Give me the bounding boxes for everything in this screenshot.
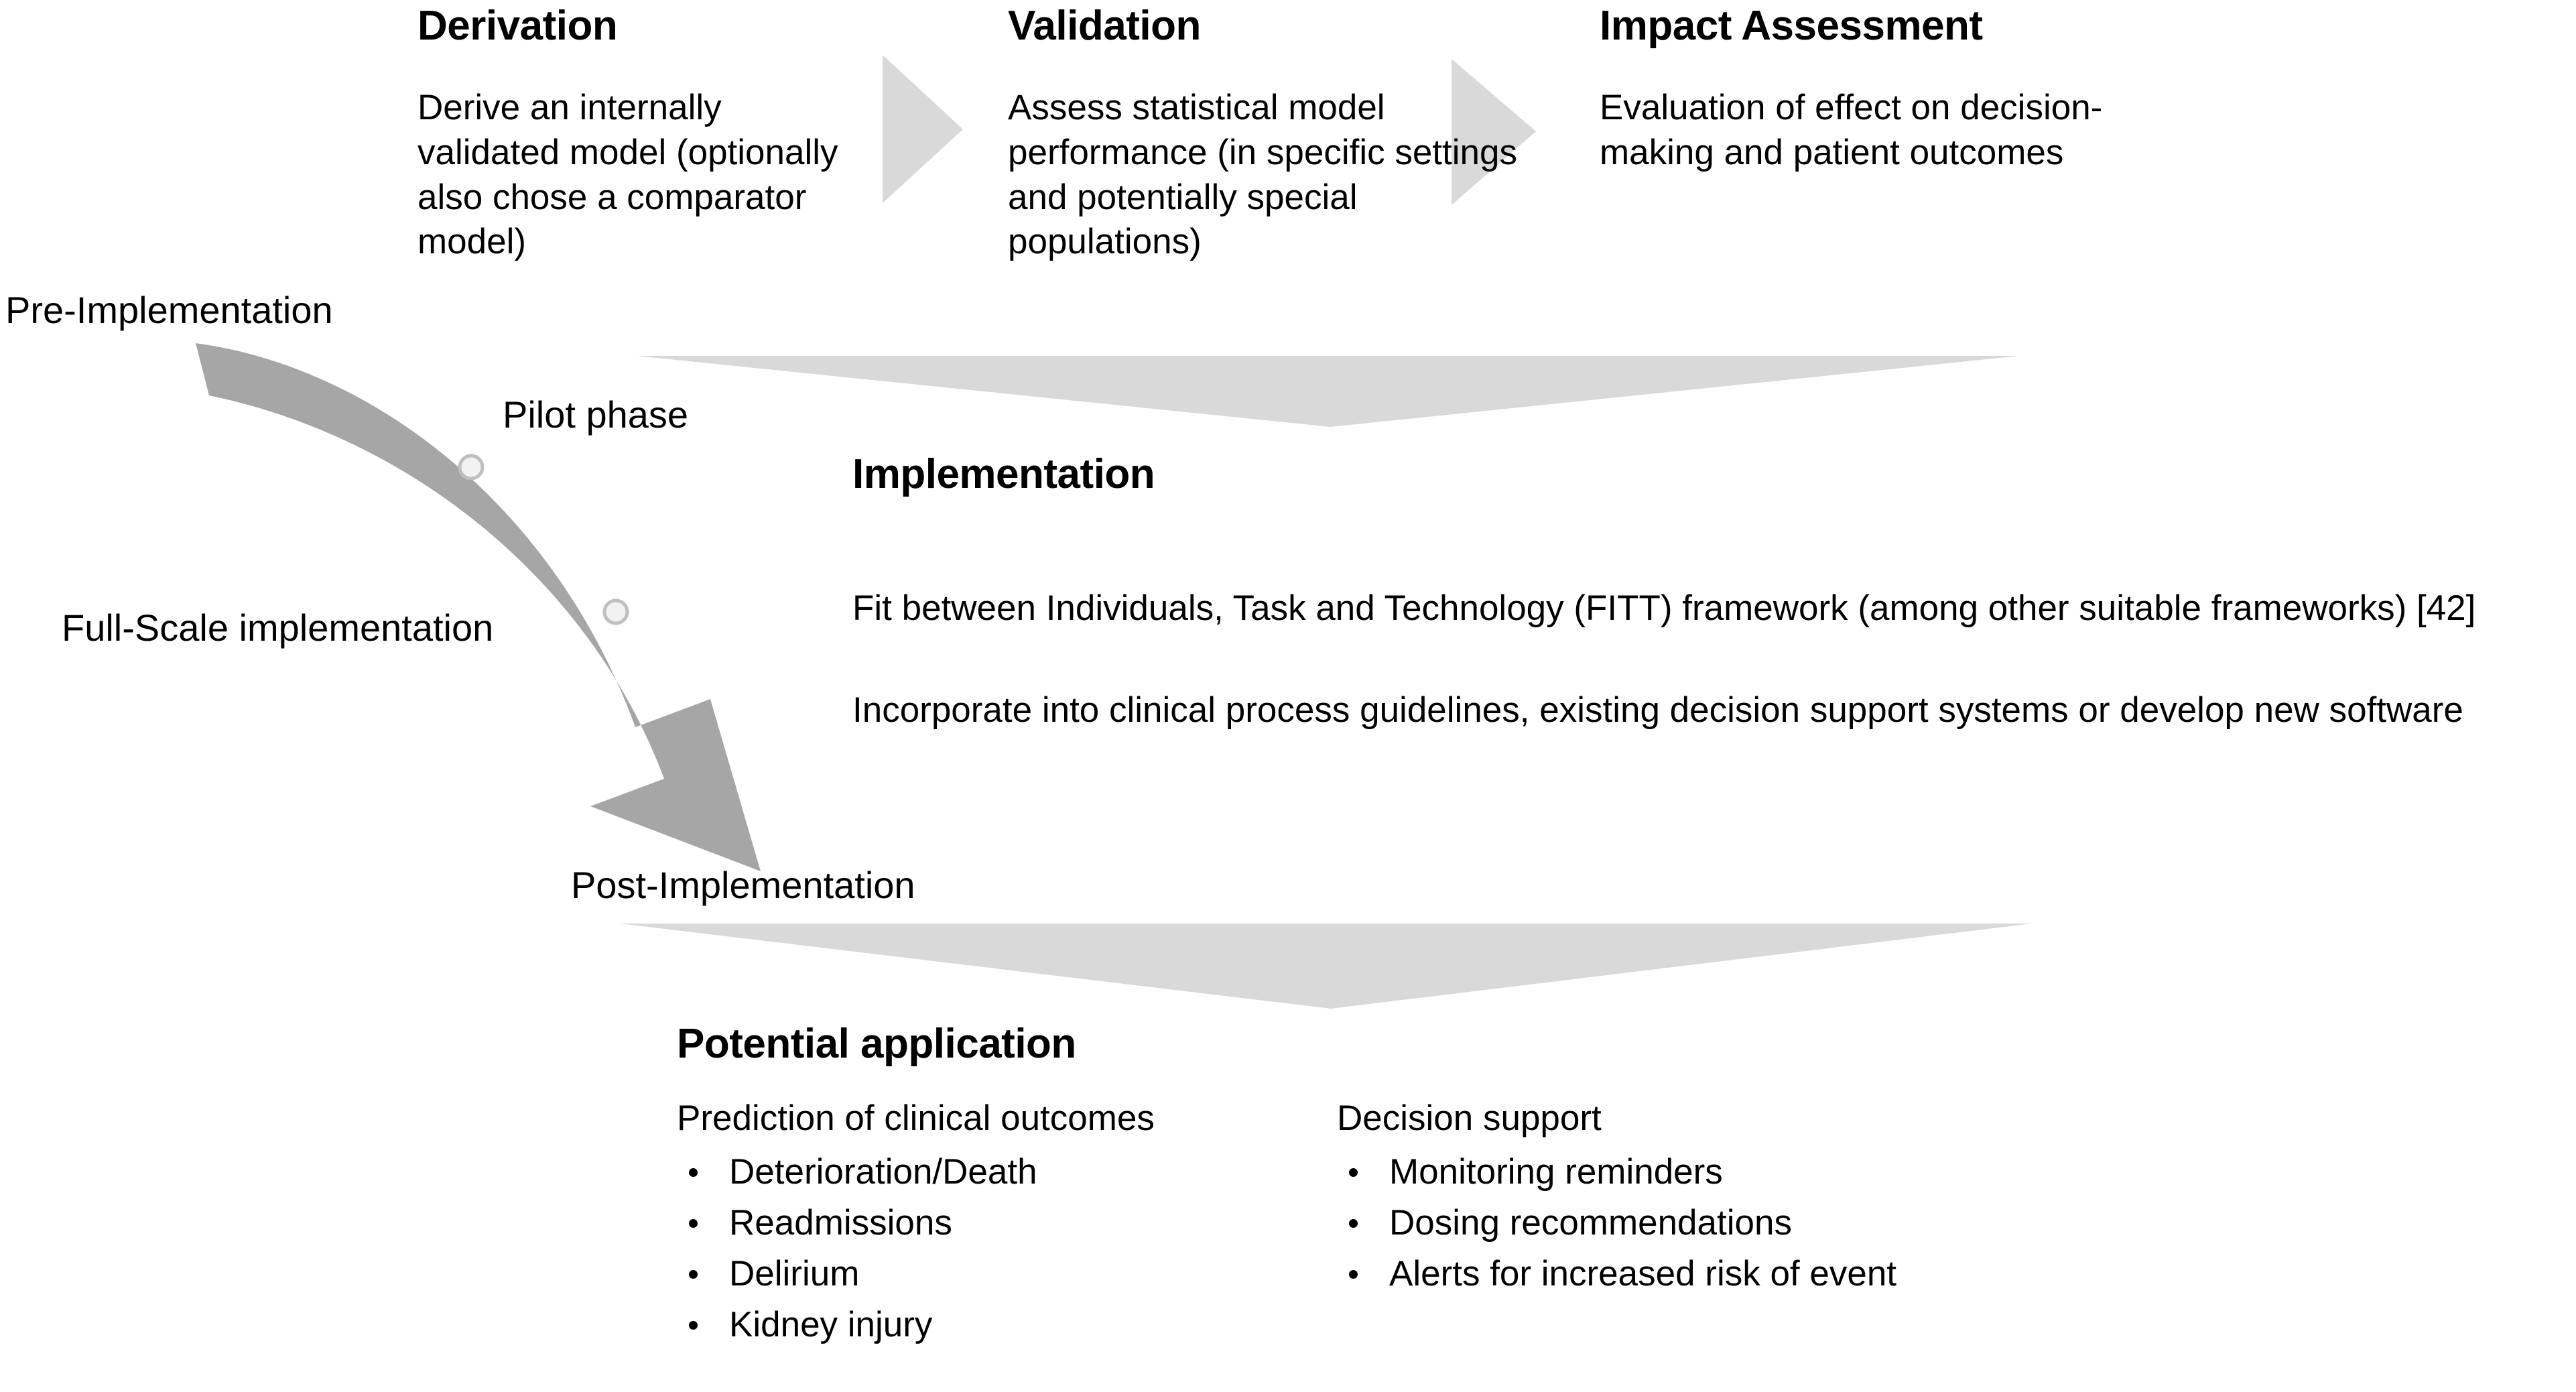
stage-title-derivation: Derivation [417,3,618,49]
phase-label-pre-implementation: Pre-Implementation [5,289,333,331]
bullet-dot-icon [689,1270,698,1279]
list-item-label: Kidney injury [729,1305,933,1344]
stage-body-impact-assessment: Evaluation of effect on decision-making … [1600,88,2103,172]
list-item-label: Alerts for increased risk of event [1389,1254,1897,1293]
phase-label-post-implementation: Post-Implementation [571,864,915,906]
bullet-dot-icon [689,1219,698,1228]
downward-funnel-triangle-icon [620,924,2032,1009]
phase-label-pilot-phase: Pilot phase [503,393,689,436]
bullet-dot-icon [1349,1270,1358,1279]
stage-title-impact-assessment: Impact Assessment [1600,3,1983,49]
list-item: Delirium [677,1256,1037,1291]
list-item-label: Readmissions [729,1203,952,1243]
list-item-label: Deterioration/Death [729,1152,1037,1192]
stage-body-derivation: Derive an internally validated model (op… [417,88,838,262]
list-item-label: Dosing recommendations [1389,1203,1792,1243]
chevron-right-triangle-icon [883,55,963,203]
phase-label-full-scale-implementation: Full-Scale implementation [62,607,494,649]
application-list-decision-support: Monitoring reminders Dosing recommendati… [1337,1154,1896,1307]
downward-funnel-triangle-icon [637,356,2019,427]
list-item: Monitoring reminders [1337,1154,1896,1190]
list-item-label: Monitoring reminders [1389,1152,1723,1192]
implementation-line-2: Incorporate into clinical process guidel… [852,690,2463,730]
list-item-label: Delirium [729,1254,860,1293]
application-column-heading-decision-support: Decision support [1337,1098,1602,1138]
bullet-dot-icon [689,1321,698,1330]
list-item: Readmissions [677,1205,1037,1241]
section-title-potential-application: Potential application [677,1021,1076,1067]
implementation-line-1: Fit between Individuals, Task and Techno… [852,588,2476,628]
list-item: Kidney injury [677,1307,1037,1342]
stage-body-validation: Assess statistical model performance (in… [1008,88,1517,262]
bullet-dot-icon [689,1168,698,1178]
list-item: Alerts for increased risk of event [1337,1256,1896,1291]
stage-title-validation: Validation [1008,3,1201,49]
circle-marker-icon [458,454,485,481]
application-column-heading-prediction: Prediction of clinical outcomes [677,1098,1155,1138]
section-title-implementation: Implementation [852,451,1155,497]
application-list-prediction: Deterioration/Death Readmissions Deliriu… [677,1154,1037,1358]
list-item: Dosing recommendations [1337,1205,1896,1241]
bullet-dot-icon [1349,1168,1358,1178]
list-item: Deterioration/Death [677,1154,1037,1190]
bullet-dot-icon [1349,1219,1358,1228]
circle-marker-icon [602,598,629,625]
